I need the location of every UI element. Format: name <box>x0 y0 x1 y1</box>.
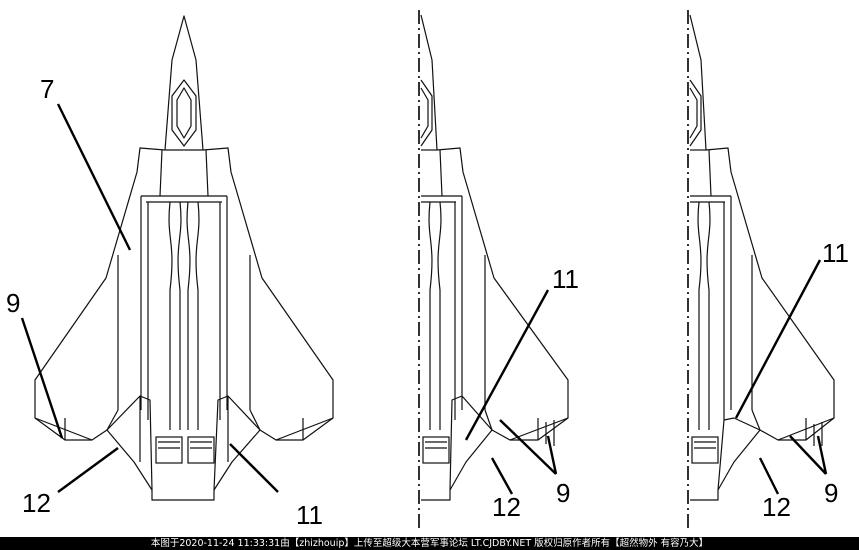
callout-11: 11 <box>296 500 323 530</box>
callout-7: 7 <box>40 74 54 104</box>
callout-9: 9 <box>6 288 20 318</box>
leader-9b-right <box>816 435 828 475</box>
callout-12: 12 <box>22 488 51 518</box>
leader-11 <box>229 443 279 493</box>
leader-9 <box>20 317 64 439</box>
leader-11-mid <box>464 289 550 441</box>
leader-9a-mid <box>499 419 557 475</box>
full-aircraft-view: 7 9 12 11 <box>6 15 334 530</box>
half-outline-middle <box>420 14 569 501</box>
canopy-inner <box>176 87 192 139</box>
half-view-right: 11 12 9 <box>687 10 849 530</box>
callout-12-mid: 12 <box>492 492 521 522</box>
leader-12-mid <box>490 457 514 495</box>
watermark-bar: 本图于2020-11-24 11:33:31由【zhizhouip】上传至超级大… <box>0 537 859 550</box>
leader-11-right <box>734 259 822 419</box>
leader-7 <box>56 103 132 251</box>
callout-12-right: 12 <box>762 492 791 522</box>
watermark-text: 本图于2020-11-24 11:33:31由【zhizhouip】上传至超级大… <box>150 538 709 549</box>
nozzle-right <box>187 436 215 464</box>
leader-12 <box>57 447 119 493</box>
callout-9-right: 9 <box>824 478 838 508</box>
elevon-left <box>106 395 153 491</box>
leader-9a-right <box>789 435 827 475</box>
nozzle-left <box>155 436 183 464</box>
callout-11-mid: 11 <box>552 264 579 294</box>
callout-11-right: 11 <box>822 238 849 268</box>
callout-9-mid: 9 <box>556 478 570 508</box>
leader-9b-mid <box>546 435 558 475</box>
leader-12-right <box>758 457 780 495</box>
half-view-middle: 11 12 9 <box>418 10 579 530</box>
half-outline-right <box>689 14 835 501</box>
elevon-right <box>213 395 261 491</box>
aircraft-outline <box>34 15 334 501</box>
patent-drawing: 7 9 12 11 11 12 9 <box>6 10 849 530</box>
canopy <box>171 79 197 147</box>
